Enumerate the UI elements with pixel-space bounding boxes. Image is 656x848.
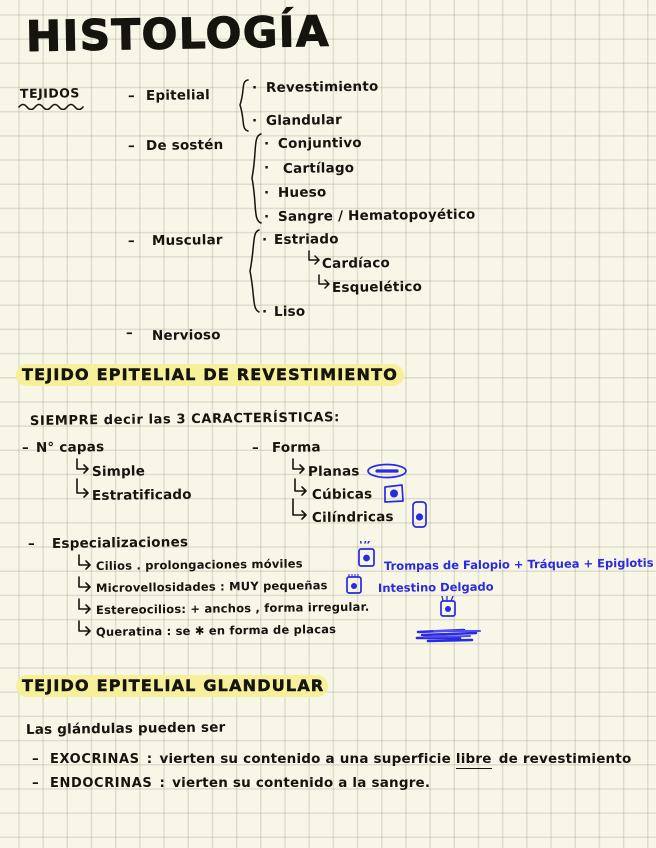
bullet-dot: · <box>262 232 268 248</box>
brace-epitelial-icon <box>239 79 249 132</box>
tissue-item-liso: Liso <box>273 303 306 320</box>
page-title: HISTOLOGÍA <box>25 6 331 61</box>
bullet-dot: · <box>264 209 270 225</box>
cuboidal-cell-icon <box>384 484 404 503</box>
bullet-dot: · <box>264 185 270 201</box>
tissue-item-glandular: Glandular <box>265 112 342 129</box>
especializacion-microvellosidades-text: Microvellosidades : MUY pequeñas <box>95 578 328 595</box>
endocrinas-term: ENDOCRINAS <box>50 776 153 791</box>
tissue-group-sosten-dash: – <box>127 137 136 154</box>
tissue-item-cartilago: Cartílago <box>282 160 355 177</box>
heading-text: TEJIDO EPITELIAL DE REVESTIMIENTO <box>22 365 398 385</box>
sub-arrow-icon <box>78 554 91 570</box>
capas-item-simple: Simple <box>91 463 146 480</box>
col-capas-dash: – <box>22 440 29 456</box>
exocrinas-text-after: de revestimiento <box>498 751 632 767</box>
sub-arrow-icon <box>78 620 91 636</box>
brace-muscular-icon <box>249 229 260 313</box>
ciliated-cell-icon <box>358 541 375 567</box>
tissue-item-conjuntivo: Conjuntivo <box>277 134 362 152</box>
tissue-group-muscular-dash: – <box>127 232 136 249</box>
tejidos-label: TEJIDOS <box>19 85 80 101</box>
sub-arrow-icon <box>78 576 91 592</box>
especializaciones-title: Especializaciones <box>51 534 189 552</box>
tissue-item-sangre: Sangre / Hematopoyético <box>277 206 476 225</box>
tissue-group-muscular-label: Muscular <box>151 232 223 249</box>
tissue-subitem-cardiaco: Cardíaco <box>321 255 391 272</box>
exocrinas-term: EXOCRINAS <box>50 752 140 767</box>
tissue-group-sosten-label: De sostén <box>145 137 224 154</box>
especializaciones-dash: – <box>28 536 35 552</box>
tissue-item-hueso: Hueso <box>277 184 327 201</box>
heading-tejido-epitelial-revestimiento: TEJIDO EPITELIAL DE REVESTIMIENTO <box>16 364 404 386</box>
exocrinas-text-before: vierten su contenido a una superficie <box>159 751 456 767</box>
bullet-dot: · <box>264 160 270 176</box>
sub-arrow-icon <box>292 458 305 474</box>
forma-item-cilindricas: Cilíndricas <box>311 509 394 526</box>
exocrinas-underlined-word: libre <box>455 751 492 769</box>
wavy-underline-icon <box>18 103 84 110</box>
bullet-dot: · <box>252 113 258 129</box>
bullet-dot: · <box>264 136 270 152</box>
bullet-dot: · <box>252 80 258 96</box>
sub-arrow-icon <box>308 250 320 265</box>
bullet-dot: · <box>262 304 268 320</box>
stereocilia-cell-icon <box>440 596 456 617</box>
heading-tejido-epitelial-glandular: TEJIDO EPITELIAL GLANDULAR <box>16 675 328 697</box>
sub-arrow-icon <box>76 478 89 498</box>
glandular-item-endocrinas: – ENDOCRINAS : vierten su contenido a la… <box>32 772 430 791</box>
tissue-group-epitelial-dash: – <box>127 87 136 104</box>
keratin-plaques-icon <box>415 628 481 643</box>
microvilli-cell-icon <box>346 574 362 594</box>
heading-text: TEJIDO EPITELIAL GLANDULAR <box>22 676 325 696</box>
col-capas-title: N° capas <box>35 439 105 456</box>
glandular-item-exocrinas: – EXOCRINAS : vierten su contenido a una… <box>32 748 631 769</box>
tissue-group-epitelial-label: Epitelial <box>145 87 211 104</box>
columnar-cell-icon <box>412 501 427 528</box>
endocrinas-text-before: vierten su contenido a la sangre. <box>172 775 431 791</box>
especializacion-microvellosidades-note: Intestino Delgado <box>377 579 494 595</box>
endocrinas-dash: – <box>32 775 39 791</box>
tissue-item-revestimiento: Revestimiento <box>265 78 379 96</box>
sub-arrow-icon <box>294 478 307 496</box>
squamous-cell-icon <box>367 463 407 479</box>
col-forma-title: Forma <box>271 439 321 456</box>
col-forma-dash: – <box>252 440 259 456</box>
especializacion-queratina-text: Queratina : se ✱ en forma de placas <box>95 622 337 639</box>
capas-item-estratificado: Estratificado <box>91 486 192 504</box>
glandular-intro: Las glándulas pueden ser <box>25 719 226 738</box>
tissue-group-nervioso-dash: – <box>125 324 134 341</box>
especializacion-cilios-text: Cilios . prolongaciones móviles <box>95 556 303 573</box>
forma-item-cubicas: Cúbicas <box>311 486 373 503</box>
exocrinas-dash: – <box>32 751 39 767</box>
tissue-group-nervioso-label: Nervioso <box>151 327 221 344</box>
exocrinas-sep: : <box>146 751 153 767</box>
sub-arrow-icon <box>78 598 91 614</box>
sub-arrow-icon <box>292 498 307 520</box>
forma-item-planas: Planas <box>307 463 360 480</box>
tissue-item-estriado: Estriado <box>273 231 339 248</box>
sub-arrow-icon <box>318 274 330 289</box>
sub-arrow-icon <box>76 458 89 474</box>
highlight-band <box>16 675 328 697</box>
highlight-band <box>16 364 404 386</box>
tissue-subitem-esqueletico: Esquelético <box>331 278 423 296</box>
endocrinas-sep: : <box>159 775 166 791</box>
brace-sosten-icon <box>251 133 262 224</box>
